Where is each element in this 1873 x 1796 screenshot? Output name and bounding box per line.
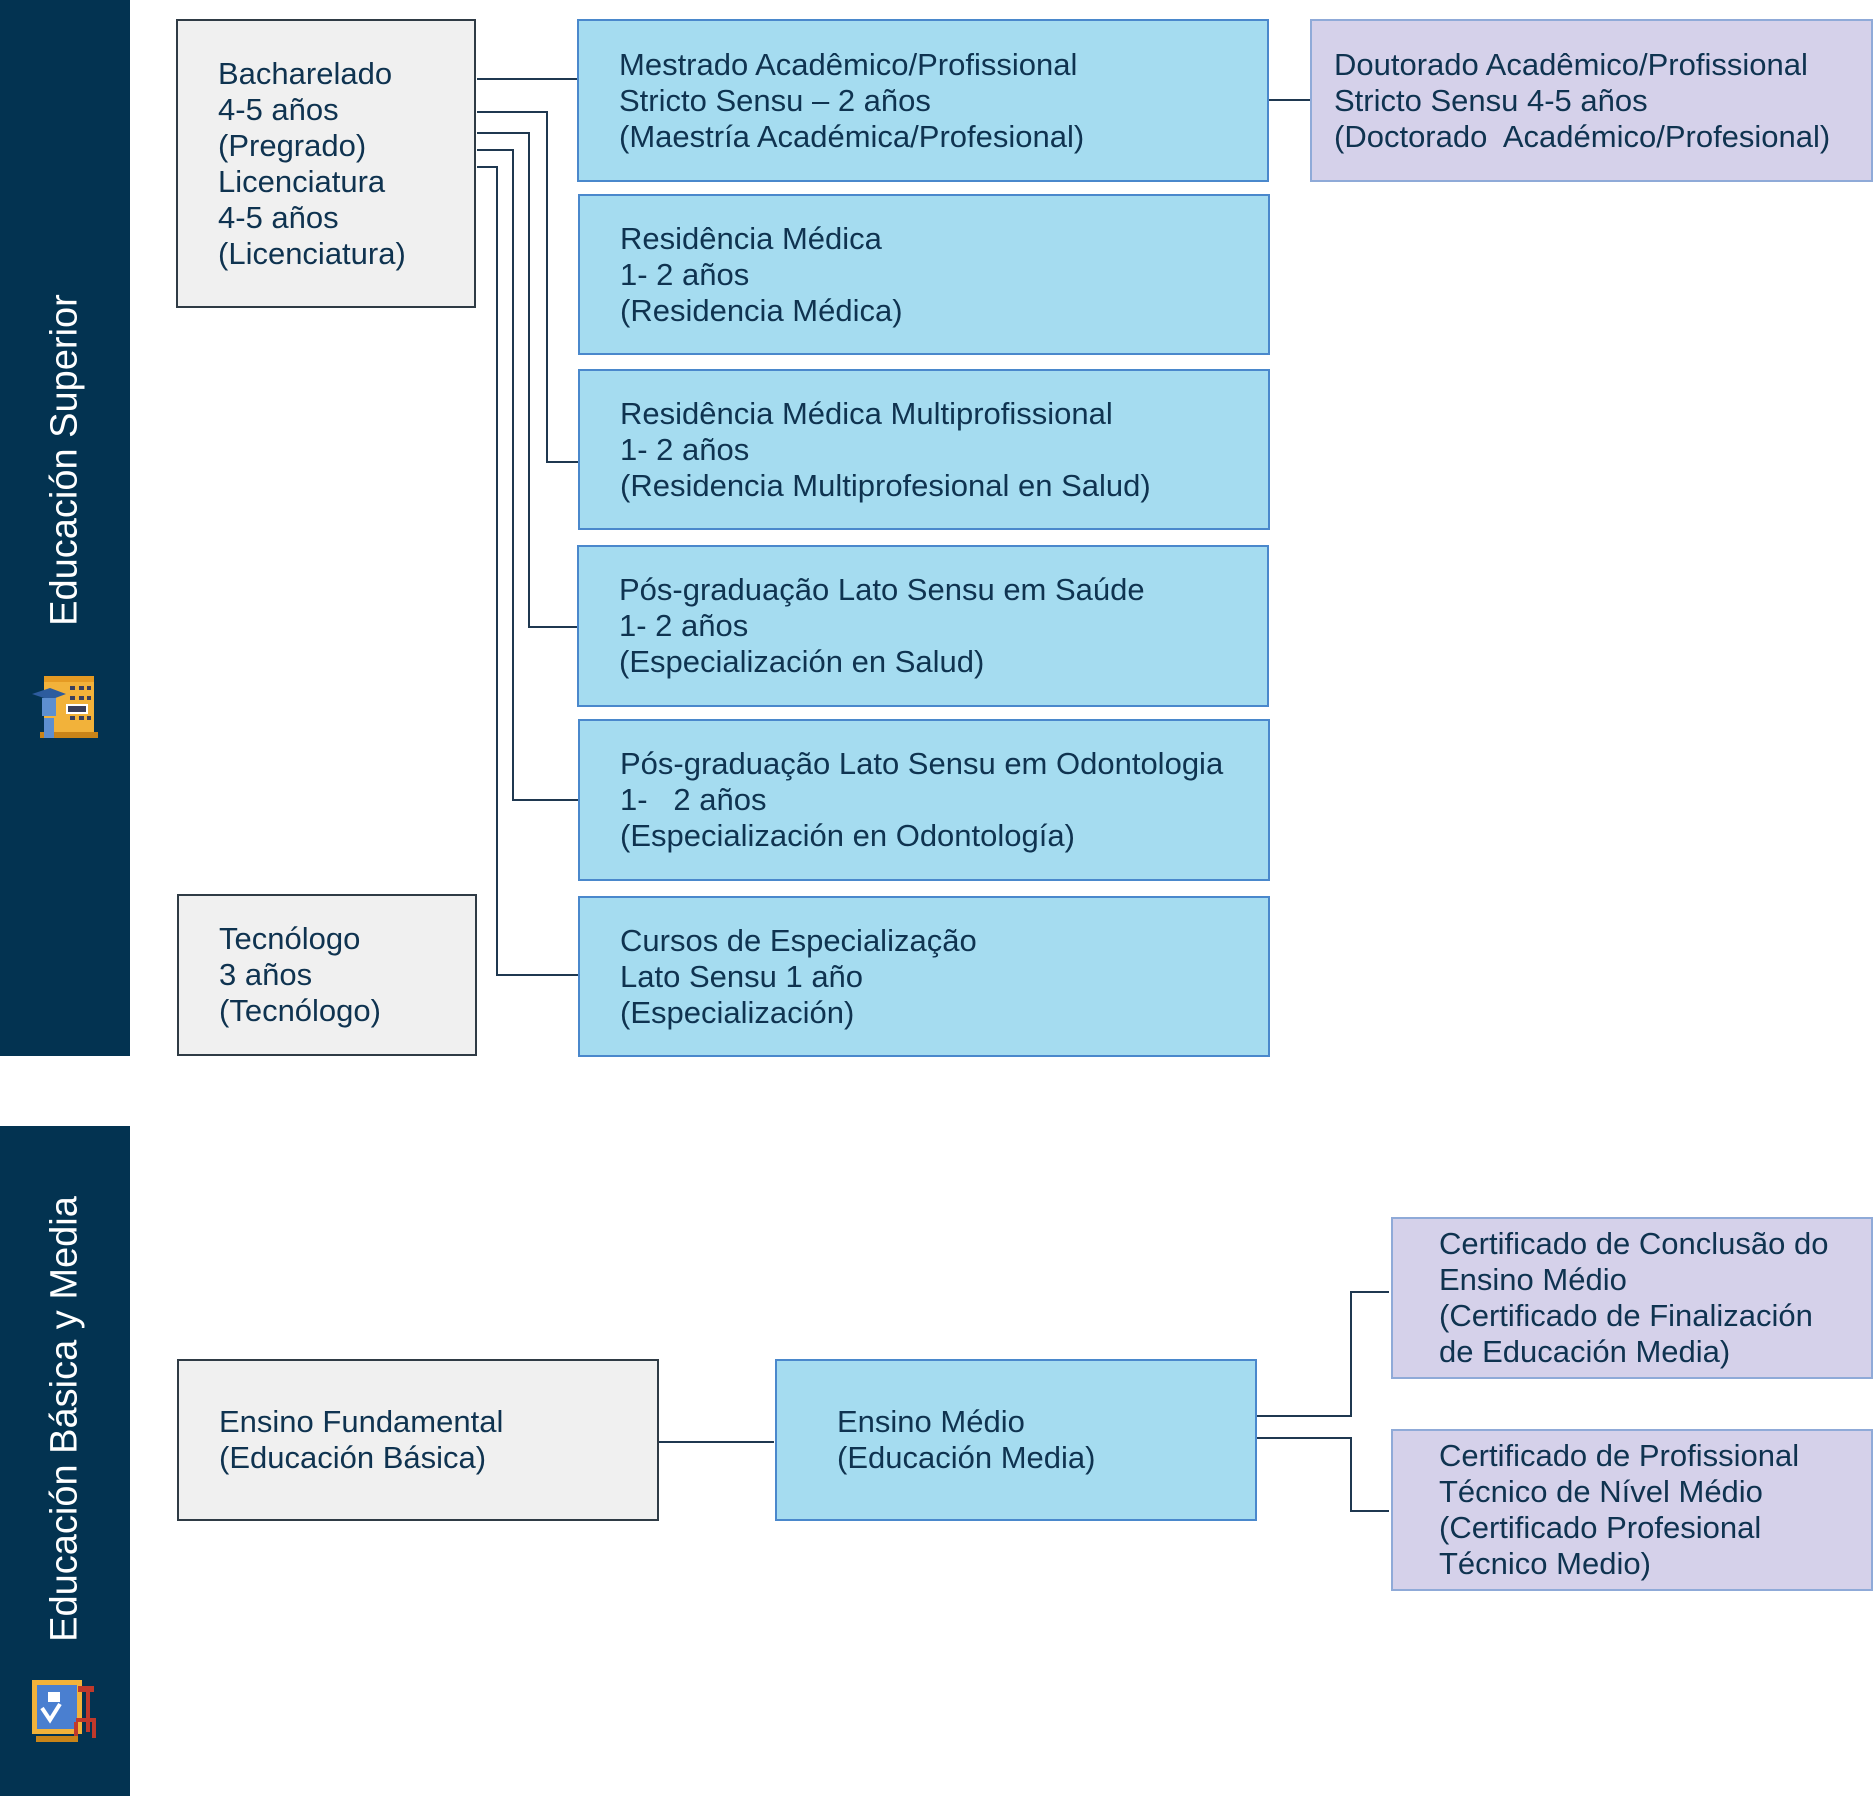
connector-medio-cert-conclusao <box>1256 1291 1389 1417</box>
box-certificado-tecnico: Certificado de Profissional Técnico de N… <box>1391 1429 1873 1591</box>
residencia-multi-line-1: Residência Médica Multiprofissional <box>620 395 1113 431</box>
medio-line-1: Ensino Médio <box>837 1404 1025 1439</box>
cert-tecnico-line-1: Certificado de Profissional <box>1439 1438 1800 1473</box>
box-ensino-medio: Ensino Médio (Educación Media) <box>775 1359 1257 1521</box>
tecnologo-line-2: 3 años <box>219 957 313 992</box>
box-doutorado: Doutorado Acadêmico/Profissional Stricto… <box>1310 19 1873 182</box>
box-cursos-especializacao: Cursos de Especialização Lato Sensu 1 añ… <box>578 896 1270 1057</box>
box-pos-saude: Pós-graduação Lato Sensu em Saúde 1- 2 a… <box>577 545 1269 707</box>
connector-bacharelado-cursos <box>477 166 579 976</box>
bacharelado-line-1: Bacharelado <box>218 55 393 91</box>
box-bacharelado-licenciatura: Bacharelado 4-5 años (Pregrado) Licencia… <box>176 19 476 308</box>
connector-medio-cert-tecnico <box>1256 1437 1389 1512</box>
pos-odonto-line-3: (Especialización en Odontología) <box>620 818 1075 853</box>
box-residencia-medica: Residência Médica 1- 2 años (Residencia … <box>578 194 1270 355</box>
doutorado-line-2: Stricto Sensu 4-5 años <box>1334 82 1648 118</box>
mestrado-line-3: (Maestría Académica/Profesional) <box>619 118 1085 154</box>
blackboard-icon <box>32 1680 96 1742</box>
band-educacion-superior: Educación Superior <box>0 0 130 1056</box>
tecnologo-line-3: (Tecnólogo) <box>219 993 381 1028</box>
residencia-line-3: (Residencia Médica) <box>620 292 903 328</box>
pos-odonto-line-2: 1- 2 años <box>620 782 767 817</box>
box-certificado-conclusao: Certificado de Conclusão do Ensino Médio… <box>1391 1217 1873 1379</box>
box-mestrado: Mestrado Acadêmico/Profissional Stricto … <box>577 19 1269 182</box>
residencia-line-1: Residência Médica <box>620 220 882 256</box>
pos-saude-line-2: 1- 2 años <box>619 608 749 643</box>
box-tecnologo: Tecnólogo 3 años (Tecnólogo) <box>177 894 477 1056</box>
bacharelado-line-6: (Licenciatura) <box>218 235 406 271</box>
cert-conclusao-line-3: (Certificado de Finalización <box>1439 1298 1813 1333</box>
box-ensino-fundamental: Ensino Fundamental (Educación Básica) <box>177 1359 659 1521</box>
bacharelado-line-3: (Pregrado) <box>218 127 367 163</box>
box-residencia-multiprofissional: Residência Médica Multiprofissional 1- 2… <box>578 369 1270 530</box>
bacharelado-line-5: 4-5 años <box>218 199 339 235</box>
connector-bacharelado-pos-odonto <box>477 149 579 801</box>
cursos-line-1: Cursos de Especialização <box>620 922 977 958</box>
doutorado-line-1: Doutorado Acadêmico/Profissional <box>1334 46 1808 82</box>
connector-bacharelado-residencia-multi <box>477 111 579 463</box>
cert-conclusao-line-2: Ensino Médio <box>1439 1262 1627 1297</box>
university-building-icon <box>32 676 98 738</box>
pos-saude-line-1: Pós-graduação Lato Sensu em Saúde <box>619 572 1145 607</box>
cert-tecnico-line-4: Técnico Medio) <box>1439 1546 1651 1581</box>
cert-conclusao-line-1: Certificado de Conclusão do <box>1439 1226 1829 1261</box>
box-pos-odontologia: Pós-graduação Lato Sensu em Odontologia … <box>578 719 1270 881</box>
bacharelado-line-4: Licenciatura <box>218 163 386 199</box>
doutorado-line-3: (Doctorado Académico/Profesional) <box>1334 118 1831 154</box>
fundamental-line-2: (Educación Básica) <box>219 1440 487 1475</box>
cert-conclusao-line-4: de Educación Media) <box>1439 1334 1731 1369</box>
bacharelado-line-2: 4-5 años <box>218 91 339 127</box>
fundamental-line-1: Ensino Fundamental <box>219 1404 504 1439</box>
cert-tecnico-line-2: Técnico de Nível Médio <box>1439 1474 1763 1509</box>
mestrado-line-2: Stricto Sensu – 2 años <box>619 82 931 118</box>
cursos-line-3: (Especialización) <box>620 994 855 1030</box>
connector-bacharelado-pos-saude <box>477 132 579 628</box>
pos-saude-line-3: (Especialización en Salud) <box>619 644 985 679</box>
residencia-multi-line-3: (Residencia Multiprofesional en Salud) <box>620 467 1151 503</box>
mestrado-line-1: Mestrado Acadêmico/Profissional <box>619 46 1078 82</box>
band-educacion-basica: Educación Básica y Media <box>0 1126 130 1796</box>
cursos-line-2: Lato Sensu 1 año <box>620 958 864 994</box>
medio-line-2: (Educación Media) <box>837 1440 1096 1475</box>
residencia-multi-line-2: 1- 2 años <box>620 431 750 467</box>
tecnologo-line-1: Tecnólogo <box>219 921 361 956</box>
pos-odonto-line-1: Pós-graduação Lato Sensu em Odontologia <box>620 746 1224 781</box>
cert-tecnico-line-3: (Certificado Profesional <box>1439 1510 1762 1545</box>
residencia-line-2: 1- 2 años <box>620 256 750 292</box>
